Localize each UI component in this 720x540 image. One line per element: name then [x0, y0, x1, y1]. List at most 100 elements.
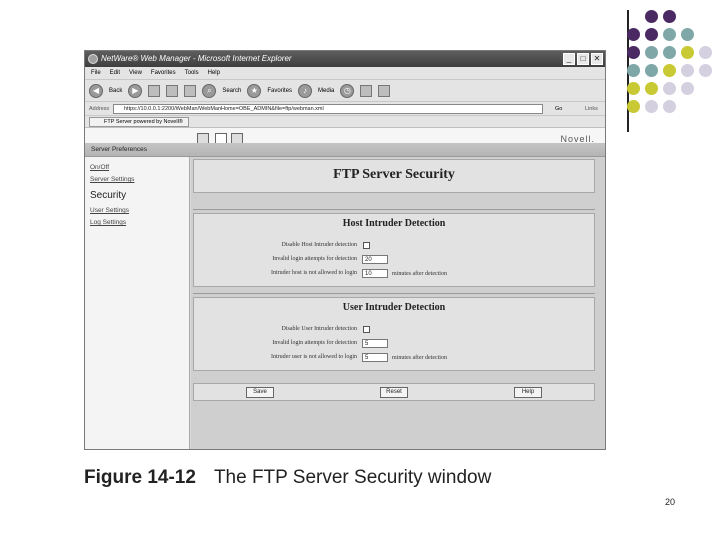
decor-dot [645, 46, 658, 59]
host-attempts-label: Invalid login attempts for detection [272, 256, 357, 262]
decor-dot [645, 10, 658, 23]
decor-dot [645, 100, 658, 113]
decor-dot [627, 100, 640, 113]
section-header: Server Preferences [85, 143, 605, 157]
ie-icon [88, 54, 98, 64]
history-icon[interactable]: ◷ [340, 83, 355, 98]
decor-dot [681, 82, 694, 95]
reset-button[interactable]: Reset [380, 387, 408, 398]
window-controls: _ □ ✕ [563, 53, 603, 65]
home-icon[interactable] [184, 84, 197, 97]
back-label[interactable]: Back [109, 87, 123, 94]
menu-view[interactable]: View [129, 70, 142, 76]
user-section-title: User Intruder Detection [342, 302, 446, 313]
sidebar: On/Off Server Settings Security User Set… [85, 157, 190, 449]
decor-dot [699, 46, 712, 59]
decor-dot [663, 46, 676, 59]
decor-dot [663, 82, 676, 95]
favorites-star-icon[interactable]: ★ [247, 83, 262, 98]
stop-icon[interactable] [148, 84, 161, 97]
title-panel: FTP Server Security [193, 159, 595, 193]
host-disable-label: Disable Host Intruder detection [281, 242, 357, 248]
user-intruder-panel: User Intruder Detection Disable User Int… [193, 297, 595, 371]
main-content: FTP Server Security Host Intruder Detect… [191, 157, 605, 449]
user-disable-checkbox[interactable] [363, 326, 370, 333]
sidebar-link-on-off[interactable]: On/Off [90, 164, 110, 171]
host-not-allowed-input[interactable]: 10 [362, 269, 388, 278]
page-tab[interactable]: FTP Server powered by Novell® [89, 117, 189, 127]
page-tab-bar: FTP Server powered by Novell® [85, 115, 605, 127]
decor-dot [663, 100, 676, 113]
host-attempts-input[interactable]: 20 [362, 255, 388, 264]
menu-edit[interactable]: Edit [109, 70, 121, 76]
sidebar-item-security-active: Security [90, 190, 127, 201]
user-not-allowed-input[interactable]: 5 [362, 353, 388, 362]
divider [193, 293, 595, 294]
decor-dot [627, 64, 640, 77]
decorative-dot-grid [627, 10, 720, 120]
decor-dot [699, 64, 712, 77]
decor-dot [627, 28, 640, 41]
back-arrow-icon[interactable]: ◀ [89, 83, 103, 98]
decor-dot [663, 10, 676, 23]
window-titlebar: NetWare® Web Manager - Microsoft Interne… [85, 51, 605, 67]
close-button[interactable]: ✕ [591, 53, 603, 65]
forward-arrow-icon[interactable]: ▶ [128, 83, 143, 98]
user-disable-label: Disable User Intruder detection [281, 326, 357, 332]
browser-window: NetWare® Web Manager - Microsoft Interne… [84, 50, 606, 450]
browser-toolbar: ◀ Back ▶ ⌕ Search ★ Favorites ♪ Media ◷ [85, 79, 605, 101]
slide-page-number: 20 [665, 497, 676, 507]
decor-dot [645, 64, 658, 77]
address-bar: Address https://10.0.0.1:2200/WebMan/Web… [85, 101, 605, 115]
user-attempts-input[interactable]: 5 [362, 339, 388, 348]
decor-dot [627, 46, 640, 59]
user-not-allowed-label: Intruder user is not allowed to login [271, 354, 357, 360]
action-button-row: Save Reset Help [193, 383, 595, 401]
figure-number: Figure 14-12 [84, 467, 196, 488]
sidebar-link-log-settings[interactable]: Log Settings [90, 219, 127, 226]
window-title: NetWare® Web Manager - Microsoft Interne… [101, 54, 292, 63]
host-intruder-panel: Host Intruder Detection Disable Host Int… [193, 213, 595, 287]
user-attempts-label: Invalid login attempts for detection [272, 340, 357, 346]
decor-dot [645, 28, 658, 41]
address-label: Address [89, 106, 110, 112]
sidebar-link-server-settings[interactable]: Server Settings [90, 176, 135, 183]
media-label[interactable]: Media [318, 87, 335, 94]
novell-logo: Novell. [560, 134, 595, 144]
page-title: FTP Server Security [333, 167, 455, 182]
menu-file[interactable]: File [91, 70, 101, 76]
decor-dot [645, 82, 658, 95]
search-icon[interactable]: ⌕ [202, 83, 217, 98]
divider [193, 209, 595, 210]
favorites-label[interactable]: Favorites [267, 87, 293, 94]
links-label[interactable]: Links [585, 106, 598, 112]
search-label[interactable]: Search [222, 87, 242, 94]
maximize-button[interactable]: □ [577, 53, 589, 65]
refresh-icon[interactable] [166, 84, 179, 97]
address-input[interactable]: https://10.0.0.1:2200/WebMan/WebManHome=… [113, 104, 543, 114]
host-not-allowed-label: Intruder host is not allowed to login [271, 270, 357, 276]
menu-help[interactable]: Help [207, 70, 220, 76]
user-minutes-suffix: minutes after detection [392, 355, 447, 361]
go-button[interactable]: Go [555, 106, 563, 112]
host-disable-checkbox[interactable] [363, 242, 370, 249]
menu-bar: File Edit View Favorites Tools Help [85, 67, 605, 79]
decor-dot [681, 28, 694, 41]
help-button[interactable]: Help [514, 387, 542, 398]
host-section-title: Host Intruder Detection [342, 218, 446, 229]
decor-dot [627, 82, 640, 95]
save-button[interactable]: Save [246, 387, 274, 398]
media-icon[interactable]: ♪ [298, 83, 313, 98]
minimize-button[interactable]: _ [563, 53, 575, 65]
figure-caption: Figure 14-12 The FTP Server Security wind… [84, 467, 491, 489]
decor-dot [663, 64, 676, 77]
host-minutes-suffix: minutes after detection [392, 271, 447, 277]
mail-icon[interactable] [360, 84, 373, 97]
menu-tools[interactable]: Tools [184, 70, 199, 76]
decor-dot [681, 46, 694, 59]
figure-title: The FTP Server Security window [213, 467, 492, 488]
sidebar-link-user-settings[interactable]: User Settings [90, 207, 130, 214]
decor-dot [681, 64, 694, 77]
menu-favorites[interactable]: Favorites [150, 70, 176, 76]
print-icon[interactable] [378, 84, 391, 97]
